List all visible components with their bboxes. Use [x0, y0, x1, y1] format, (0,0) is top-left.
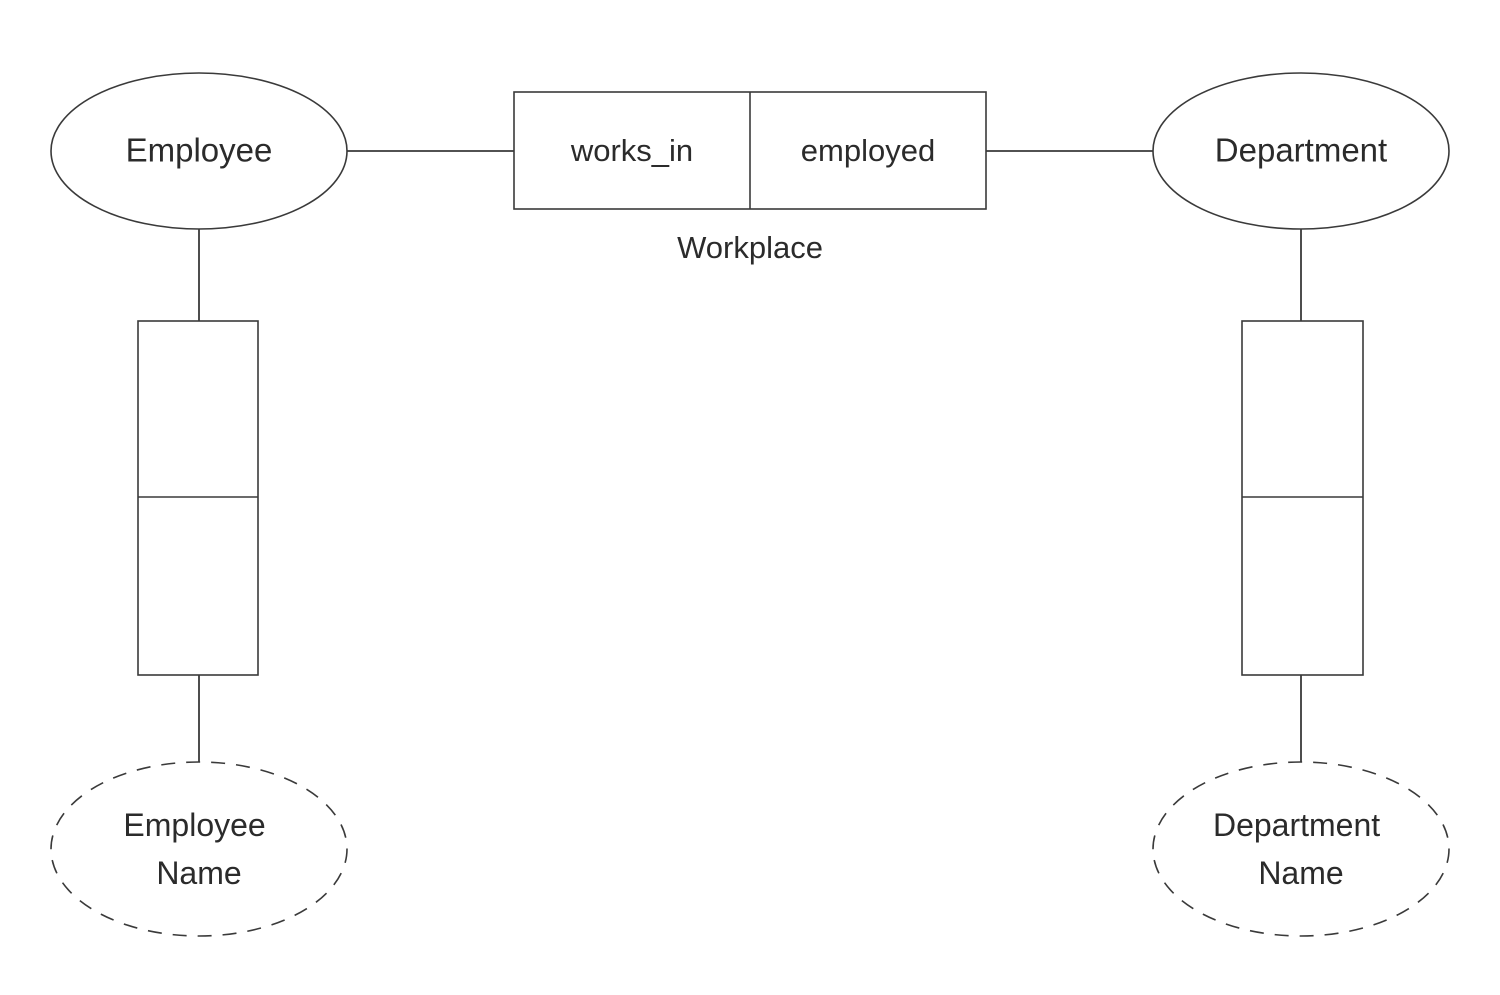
entity-department[interactable]: Department [1152, 72, 1450, 230]
attribute-employee-name-shape[interactable] [50, 761, 348, 937]
attribute-department-name[interactable]: Department Name [1152, 761, 1450, 937]
relationship-cell-role-left-label: works_in [570, 133, 693, 168]
relationship-workplace-caption: Workplace [677, 230, 823, 265]
attribute-department-name-line-1: Department [1213, 807, 1380, 843]
relationship-workplace[interactable]: works_in employed Workplace [513, 91, 987, 265]
attribute-employee-name-line-1: Employee [123, 807, 265, 843]
entity-department-label: Department [1215, 132, 1387, 169]
employee-box[interactable] [137, 320, 259, 676]
entity-employee[interactable]: Employee [50, 72, 348, 230]
attribute-department-name-label: Department Name [1213, 807, 1389, 891]
entity-employee-shape[interactable] [50, 72, 348, 230]
department-box[interactable] [1241, 320, 1364, 676]
attribute-employee-name[interactable]: Employee Name [50, 761, 348, 937]
entity-department-shape[interactable] [1152, 72, 1450, 230]
department-box-shape[interactable] [1241, 320, 1364, 676]
relationship-cell-role-right-label: employed [801, 133, 935, 168]
attribute-employee-name-line-2: Name [156, 855, 241, 891]
attribute-department-name-shape[interactable] [1152, 761, 1450, 937]
attribute-employee-name-label: Employee Name [123, 807, 274, 891]
connector-group [198, 150, 1302, 762]
attribute-department-name-line-2: Name [1258, 855, 1343, 891]
entity-employee-label: Employee [126, 132, 273, 169]
employee-box-shape[interactable] [137, 320, 259, 676]
